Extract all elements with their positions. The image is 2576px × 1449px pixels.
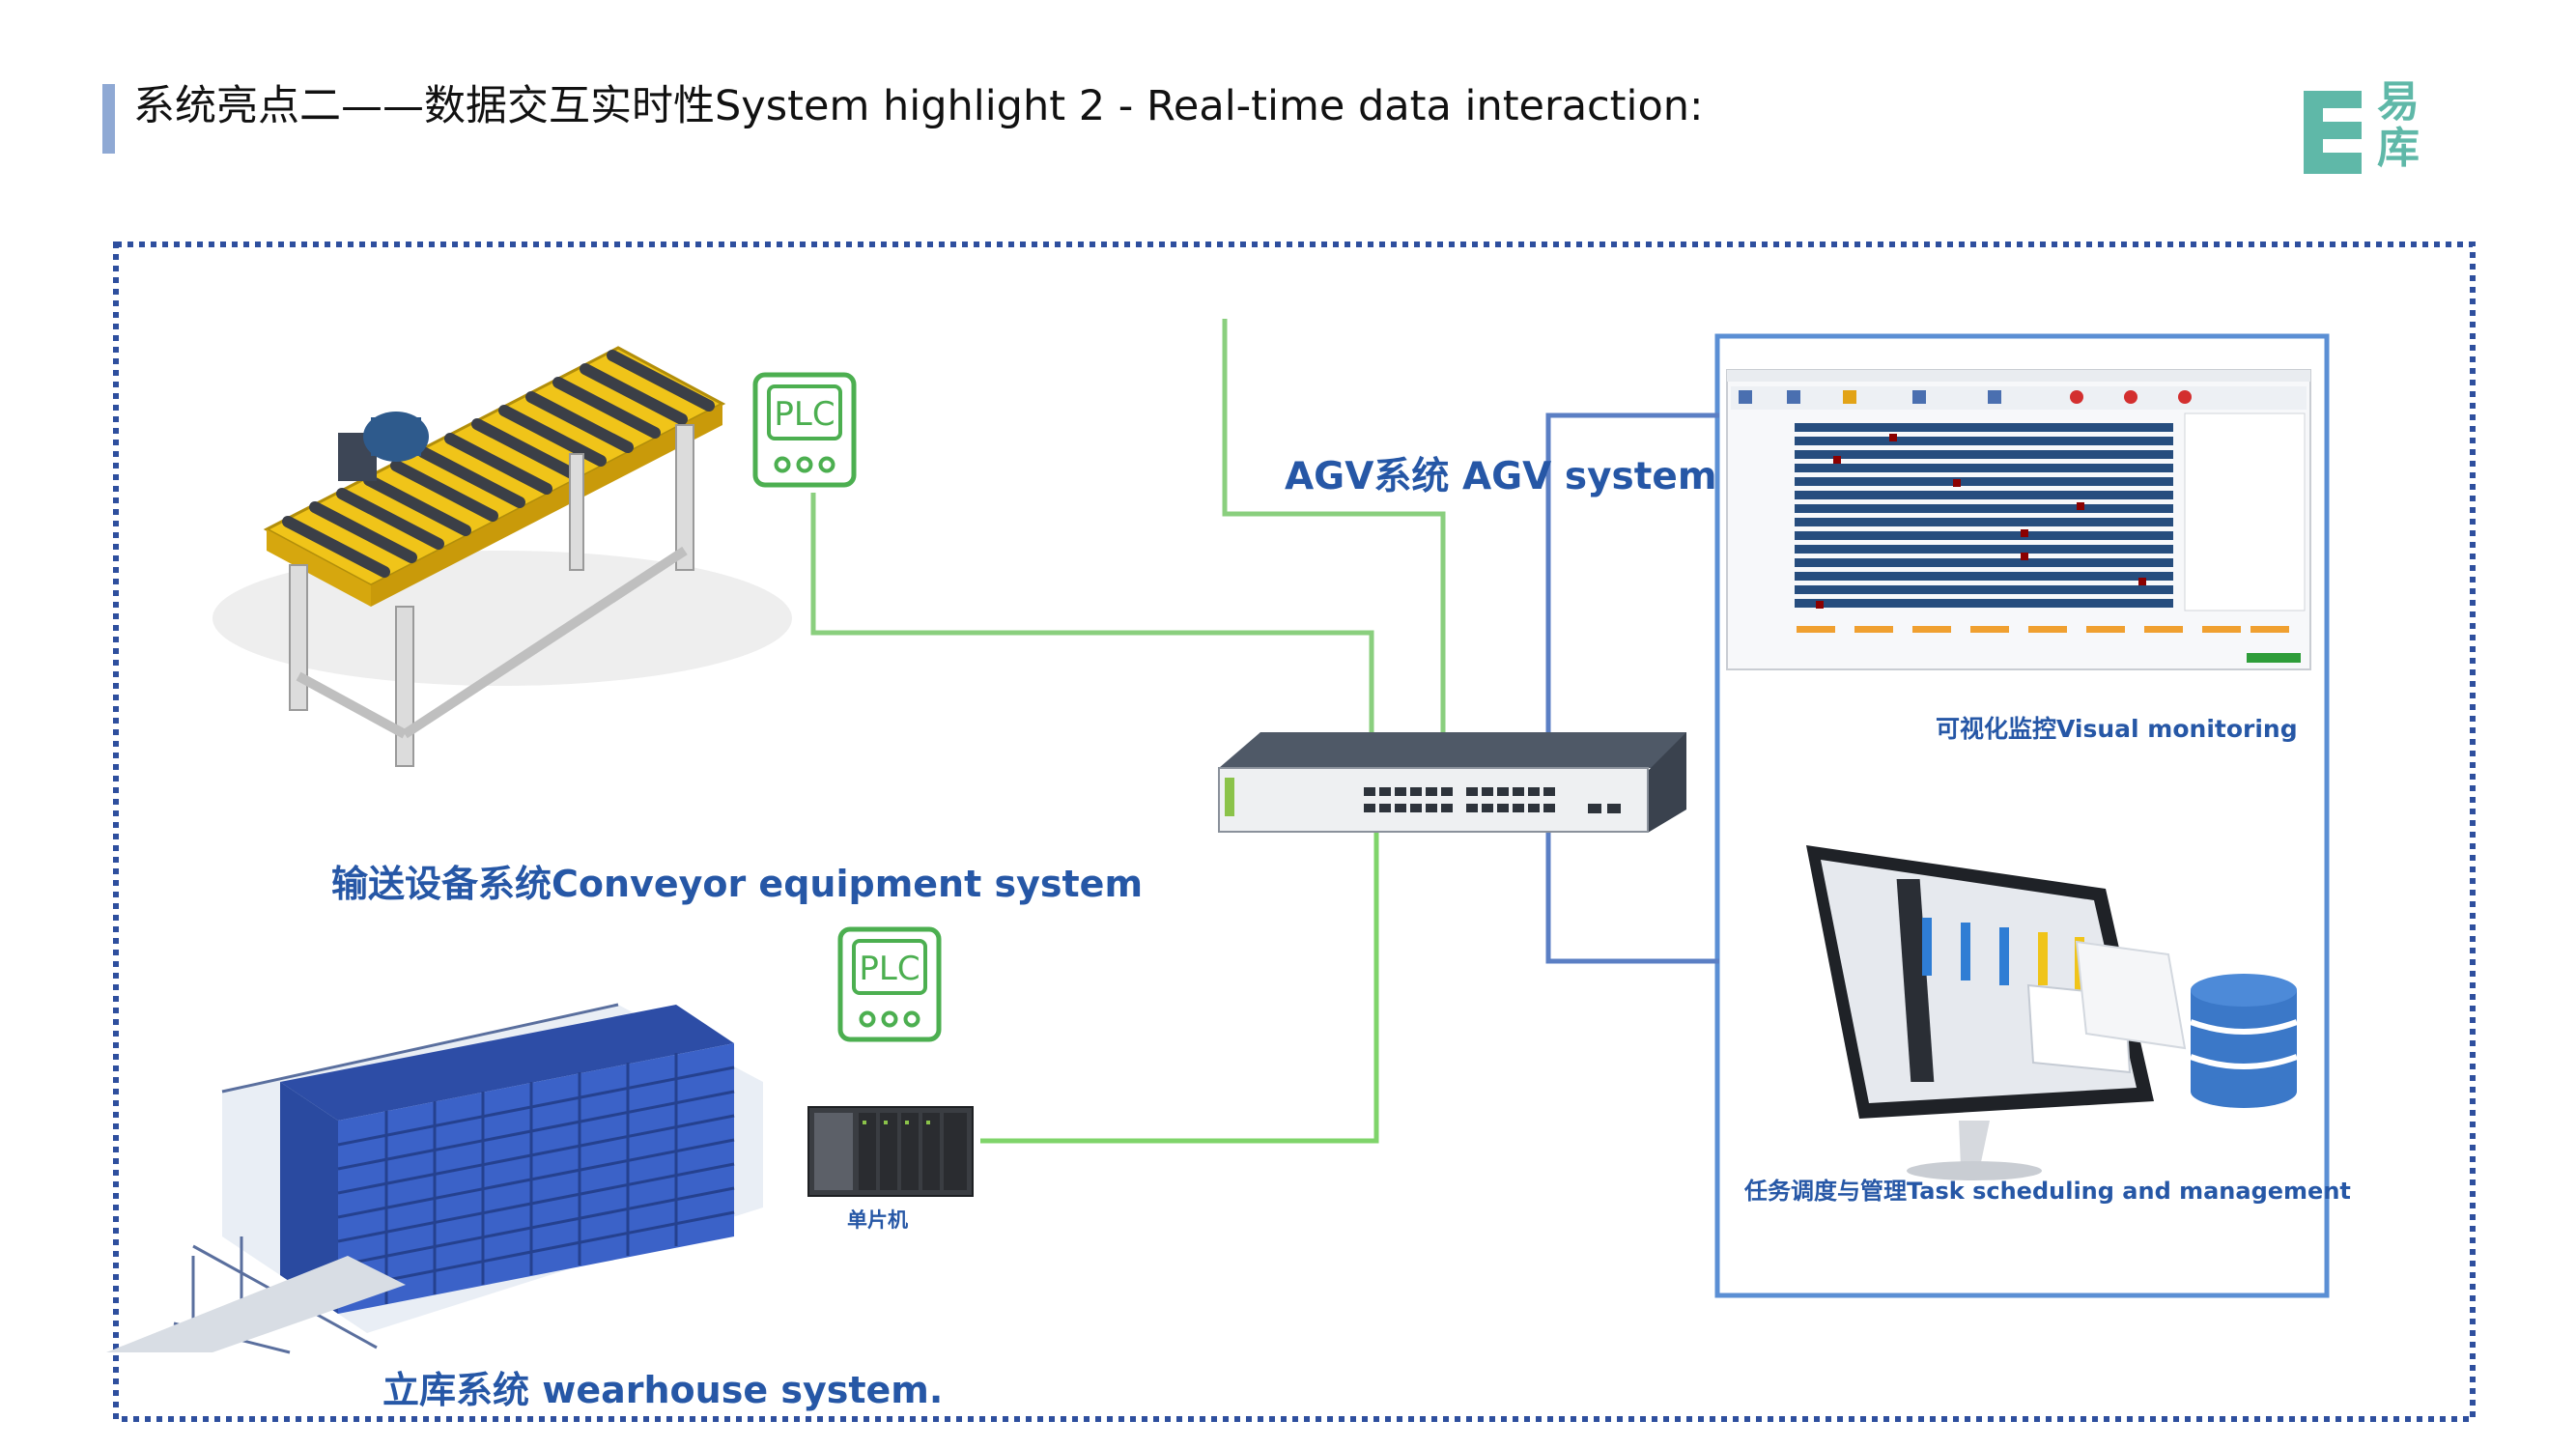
- right-panel: [1714, 333, 2330, 1298]
- title-accent-bar: [102, 84, 115, 154]
- monitor-screen-image: [1726, 369, 2311, 670]
- warehouse-label: 立库系统 wearhouse system.: [382, 1369, 944, 1411]
- monitoring-link-line: [1545, 412, 1719, 964]
- logo-char-1: 易: [2377, 77, 2420, 127]
- conveyor-image: [212, 346, 792, 767]
- plc-label: PLC: [859, 950, 920, 988]
- visual-monitoring-label: 可视化监控Visual monitoring: [1936, 715, 2298, 743]
- conveyor-label: 输送设备系统Conveyor equipment system: [331, 863, 1144, 905]
- microcontroller-image: [807, 1106, 974, 1197]
- task-monitor-image: [1806, 845, 2187, 1180]
- page-title: 系统亮点二——数据交互实时性System highlight 2 - Real-…: [133, 82, 1704, 130]
- task-scheduling-label: 任务调度与管理Task scheduling and management: [1744, 1178, 2351, 1205]
- conveyor-plc-line: [810, 493, 1374, 782]
- diagram-border: [113, 242, 2476, 1422]
- logo-icon: [2304, 91, 2373, 174]
- database-icon: [2189, 974, 2299, 1108]
- warehouse-mcu-line: [980, 831, 1379, 1144]
- mcu-label: 单片机: [847, 1208, 908, 1232]
- warehouse-rack-image: [106, 1003, 763, 1354]
- plc-icon: [752, 372, 857, 488]
- agv-line: [1222, 319, 1446, 734]
- logo: 易 库: [2302, 79, 2437, 178]
- plc-icon: [837, 926, 942, 1042]
- network-switch-image: [1218, 732, 1686, 833]
- connection-lines: [810, 319, 1719, 1144]
- agv-label: AGV系统 AGV system: [1285, 455, 1717, 498]
- plc-label: PLC: [774, 395, 835, 434]
- logo-char-2: 库: [2377, 124, 2420, 173]
